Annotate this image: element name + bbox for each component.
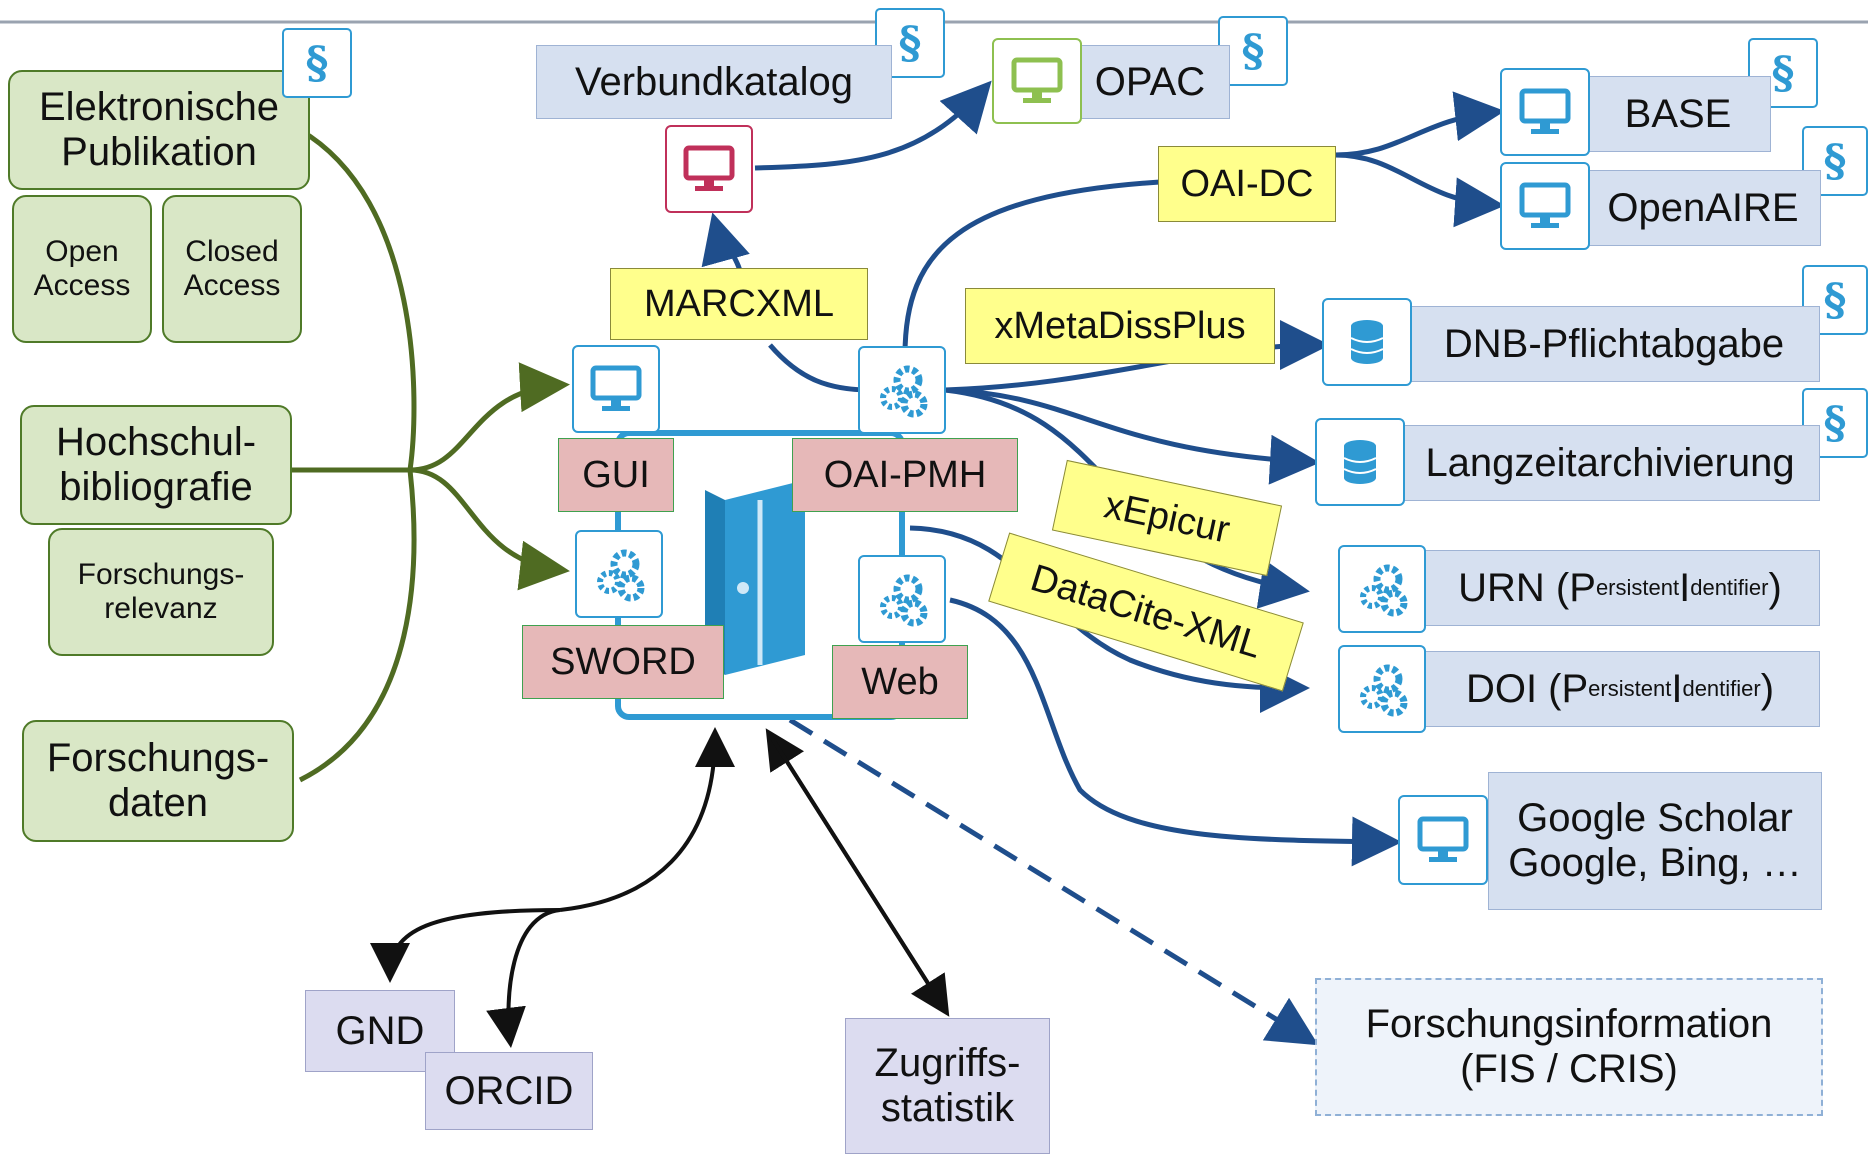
marcxml-label: MARCXML (610, 268, 868, 340)
pi-close: ) (1760, 666, 1775, 711)
forschungsdaten: Forschungs- daten (22, 720, 294, 842)
arrow-to-openaire (1334, 152, 1505, 228)
gui-monitor-icon (572, 345, 660, 433)
pi-dentifier: dentifier (1682, 675, 1761, 701)
openaire: OpenAIRE (1585, 170, 1821, 246)
dnb-pflichtabgabe: DNB-Pflichtabgabe (1408, 306, 1820, 382)
urn-gears-icon (1338, 545, 1426, 633)
forschungsinformation: Forschungsinformation (FIS / CRIS) (1315, 978, 1823, 1116)
arrow-repo-to-stat (768, 733, 950, 1017)
pi-i: I (1671, 666, 1683, 711)
forschungsrelevanz: Forschungs- relevanz (48, 528, 274, 656)
langzeitarchivierung: Langzeitarchivierung (1400, 425, 1820, 501)
pi-i: I (1679, 565, 1691, 610)
arrow-to-repo-from-ids (559, 727, 735, 912)
elektronische-publikation: Elektronische Publikation (8, 70, 310, 190)
urn-label: URN ( (1458, 565, 1570, 610)
pi-ersistent: ersistent (1588, 675, 1672, 701)
langzeit-database-icon (1315, 418, 1405, 506)
web-label: Web (832, 645, 968, 719)
pi-ersistent: ersistent (1595, 574, 1680, 600)
verbundkatalog: Verbundkatalog (536, 45, 892, 119)
arrow-to-gui (409, 362, 570, 473)
zugriffsstatistik: Zugriffs- statistik (845, 1018, 1050, 1154)
arrow-to-opac (754, 80, 992, 171)
catalog-monitor-icon (665, 125, 753, 213)
pi-close: ) (1768, 565, 1782, 610)
paragraph-icon: § (282, 28, 352, 98)
arrow-to-sword (409, 467, 570, 591)
arrow-to-orcid (486, 908, 561, 1048)
pi-p: P (1561, 666, 1589, 711)
base: BASE (1585, 76, 1771, 152)
gui-label: GUI (558, 438, 674, 512)
doi-gears-icon (1338, 645, 1426, 733)
paragraph-icon: § (1802, 126, 1868, 196)
marc-to-oai (768, 343, 871, 393)
oai-gears-icon (858, 346, 946, 434)
orcid: ORCID (425, 1052, 593, 1130)
oai-dc-label: OAI-DC (1158, 146, 1336, 222)
doi-label: DOI ( (1465, 666, 1562, 711)
web-gears-icon (858, 555, 946, 643)
arrow-to-google (949, 597, 1402, 867)
closed-access: Closed Access (162, 195, 302, 343)
hochschulbibliografie: Hochschul- bibliografie (20, 405, 292, 525)
arrow-to-doi (909, 525, 1310, 713)
oai-pmh-label: OAI-PMH (792, 438, 1018, 512)
arrow-to-base (1334, 91, 1505, 158)
arrow-to-gnd (370, 908, 561, 983)
arrow-to-langzeit (944, 387, 1320, 485)
google-monitor-icon (1398, 795, 1488, 885)
oai-to-oaidc (902, 179, 1161, 356)
xmetadissplus-label: xMetaDissPlus (965, 288, 1275, 364)
pi-p: P (1569, 565, 1596, 610)
opac: OPAC (1070, 45, 1230, 119)
sword-label: SWORD (522, 625, 724, 699)
green-bracket (298, 127, 417, 783)
dnb-database-icon (1322, 298, 1412, 386)
open-access: Open Access (12, 195, 152, 343)
base-monitor-icon (1500, 68, 1590, 156)
openaire-monitor-icon (1500, 162, 1590, 250)
sword-gears-icon (575, 530, 663, 618)
pi-dentifier: dentifier (1690, 574, 1769, 600)
arrow-to-fis (788, 717, 1319, 1046)
opac-monitor-icon (992, 38, 1082, 124)
google-scholar: Google Scholar Google, Bing, … (1488, 772, 1822, 910)
